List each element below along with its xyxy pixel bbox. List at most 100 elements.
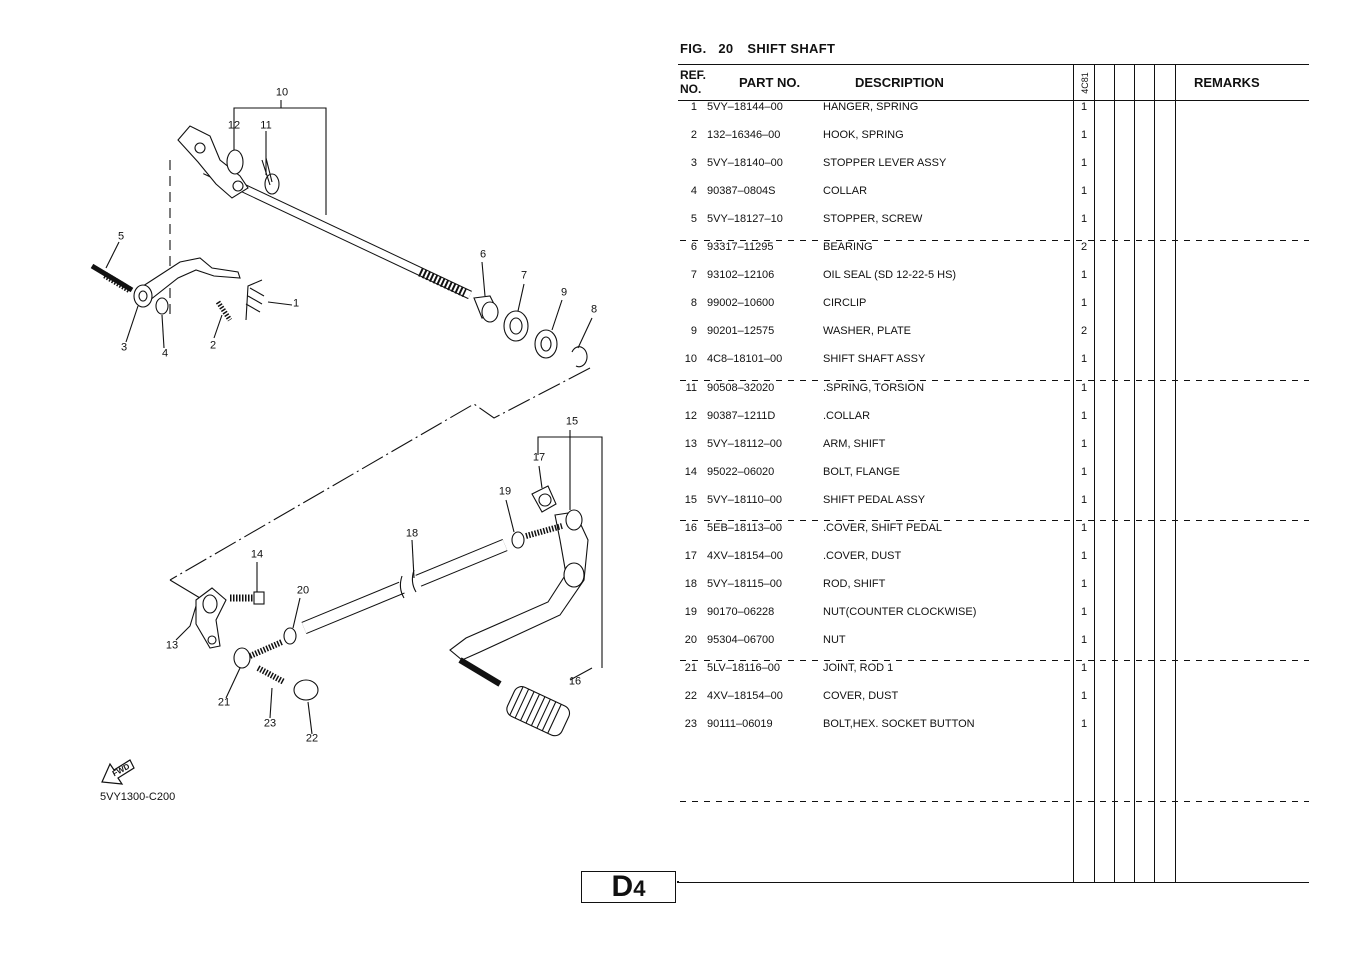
exploded-parts-diagram: 5 1 2 3 4 10 11 12 6 7 9 8 15 17 19 18 1… — [0, 0, 670, 830]
qty-cell: 1 — [1080, 577, 1088, 590]
part-no-cell: 90111–06019 — [707, 718, 773, 731]
description-cell: STOPPER LEVER ASSY — [823, 157, 947, 170]
part-no-cell: 5LV–18116–00 — [707, 662, 780, 674]
description-cell: CIRCLIP — [823, 297, 867, 310]
callout-21: 21 — [217, 696, 231, 709]
part-no-cell: 90508–32020 — [707, 381, 775, 394]
description-cell: COVER, DUST — [823, 690, 899, 703]
part-no-cell: 93317–11295 — [707, 241, 774, 254]
qty-cell: 1 — [1080, 213, 1088, 226]
callout-13: 13 — [165, 639, 179, 652]
description-cell: HOOK, SPRING — [823, 129, 904, 142]
header-ref-no: REF. NO. — [680, 68, 706, 96]
callout-8: 8 — [590, 303, 598, 316]
description-cell: .COVER, SHIFT PEDAL — [823, 521, 942, 534]
ref-cell: 1 — [690, 101, 697, 113]
ref-cell: 2 — [690, 129, 697, 142]
part-no-cell: 5VY–18144–00 — [707, 101, 783, 113]
part-no-cell: 95304–06700 — [707, 633, 775, 646]
callout-22: 22 — [305, 732, 319, 745]
description-cell: WASHER, PLATE — [823, 325, 912, 338]
callout-6: 6 — [479, 248, 487, 261]
table-row: 6 93317–11295 BEARING 2 — [670, 240, 1310, 254]
description-cell: OIL SEAL (SD 12-22-5 HS) — [823, 269, 957, 282]
qty-cell: 1 — [1080, 633, 1088, 646]
part-no-cell: 95022–06020 — [707, 465, 775, 478]
ref-cell: 3 — [690, 157, 697, 170]
qty-cell: 1 — [1080, 493, 1088, 506]
callout-2: 2 — [209, 339, 217, 352]
table-row: 17 4XV–18154–00 .COVER, DUST 1 — [670, 549, 1310, 563]
ref-cell: 7 — [690, 269, 697, 282]
description-cell: .COVER, DUST — [823, 549, 902, 562]
header-model-code: 4C81 — [1078, 68, 1092, 98]
callout-11: 11 — [260, 119, 272, 132]
part-no-cell: 90387–0804S — [707, 185, 776, 198]
qty-cell: 1 — [1080, 662, 1088, 674]
qty-cell: 1 — [1080, 465, 1088, 478]
callout-20: 20 — [296, 584, 310, 597]
callout-1: 1 — [292, 297, 300, 310]
description-cell: JOINT, ROD 1 — [823, 662, 894, 674]
qty-cell: 1 — [1080, 297, 1088, 310]
part-no-cell: 99002–10600 — [707, 297, 775, 310]
section-letter: D — [611, 870, 634, 903]
part-no-cell: 90170–06228 — [707, 605, 775, 618]
header-part-no: PART NO. — [739, 75, 801, 90]
description-cell: BEARING — [823, 241, 873, 254]
ref-cell: 18 — [684, 577, 697, 590]
qty-cell: 1 — [1080, 409, 1088, 422]
ref-cell: 5 — [690, 213, 697, 226]
description-cell: ROD, SHIFT — [823, 577, 886, 590]
ref-cell: 13 — [684, 437, 697, 450]
ref-cell: 20 — [684, 633, 697, 646]
callout-4: 4 — [161, 347, 169, 360]
part-no-cell: 90201–12575 — [707, 325, 775, 338]
description-cell: COLLAR — [823, 185, 868, 198]
qty-cell: 1 — [1080, 549, 1088, 562]
callout-5: 5 — [117, 230, 125, 243]
callout-9: 9 — [560, 286, 568, 299]
qty-cell: 1 — [1080, 101, 1088, 113]
description-cell: BOLT, FLANGE — [823, 465, 900, 478]
table-row: 20 95304–06700 NUT 1 — [670, 633, 1310, 647]
description-cell: ARM, SHIFT — [823, 437, 886, 450]
ref-cell: 16 — [684, 521, 697, 534]
callout-14: 14 — [250, 548, 264, 561]
ref-cell: 4 — [690, 185, 697, 198]
header-description: DESCRIPTION — [855, 75, 944, 90]
part-no-cell: 4XV–18154–00 — [707, 549, 783, 562]
page-tab-rule-join — [677, 881, 679, 883]
callout-17: 17 — [532, 451, 546, 464]
description-cell: NUT — [823, 633, 846, 646]
page-section-tab: D4 — [581, 871, 676, 903]
ref-cell: 23 — [684, 718, 697, 731]
header-remarks: REMARKS — [1194, 75, 1260, 90]
callout-23: 23 — [263, 717, 277, 730]
qty-cell: 2 — [1080, 241, 1088, 254]
ref-cell: 6 — [690, 241, 697, 254]
description-cell: SHIFT SHAFT ASSY — [823, 353, 926, 366]
ref-cell: 10 — [684, 353, 697, 366]
callout-18: 18 — [405, 527, 419, 540]
ref-cell: 17 — [684, 549, 697, 562]
callout-19: 19 — [498, 485, 512, 498]
part-no-cell: 132–16346–00 — [707, 129, 781, 142]
ref-cell: 15 — [684, 493, 697, 506]
callout-12: 12 — [227, 119, 241, 132]
fig-number: 20 — [718, 41, 734, 56]
